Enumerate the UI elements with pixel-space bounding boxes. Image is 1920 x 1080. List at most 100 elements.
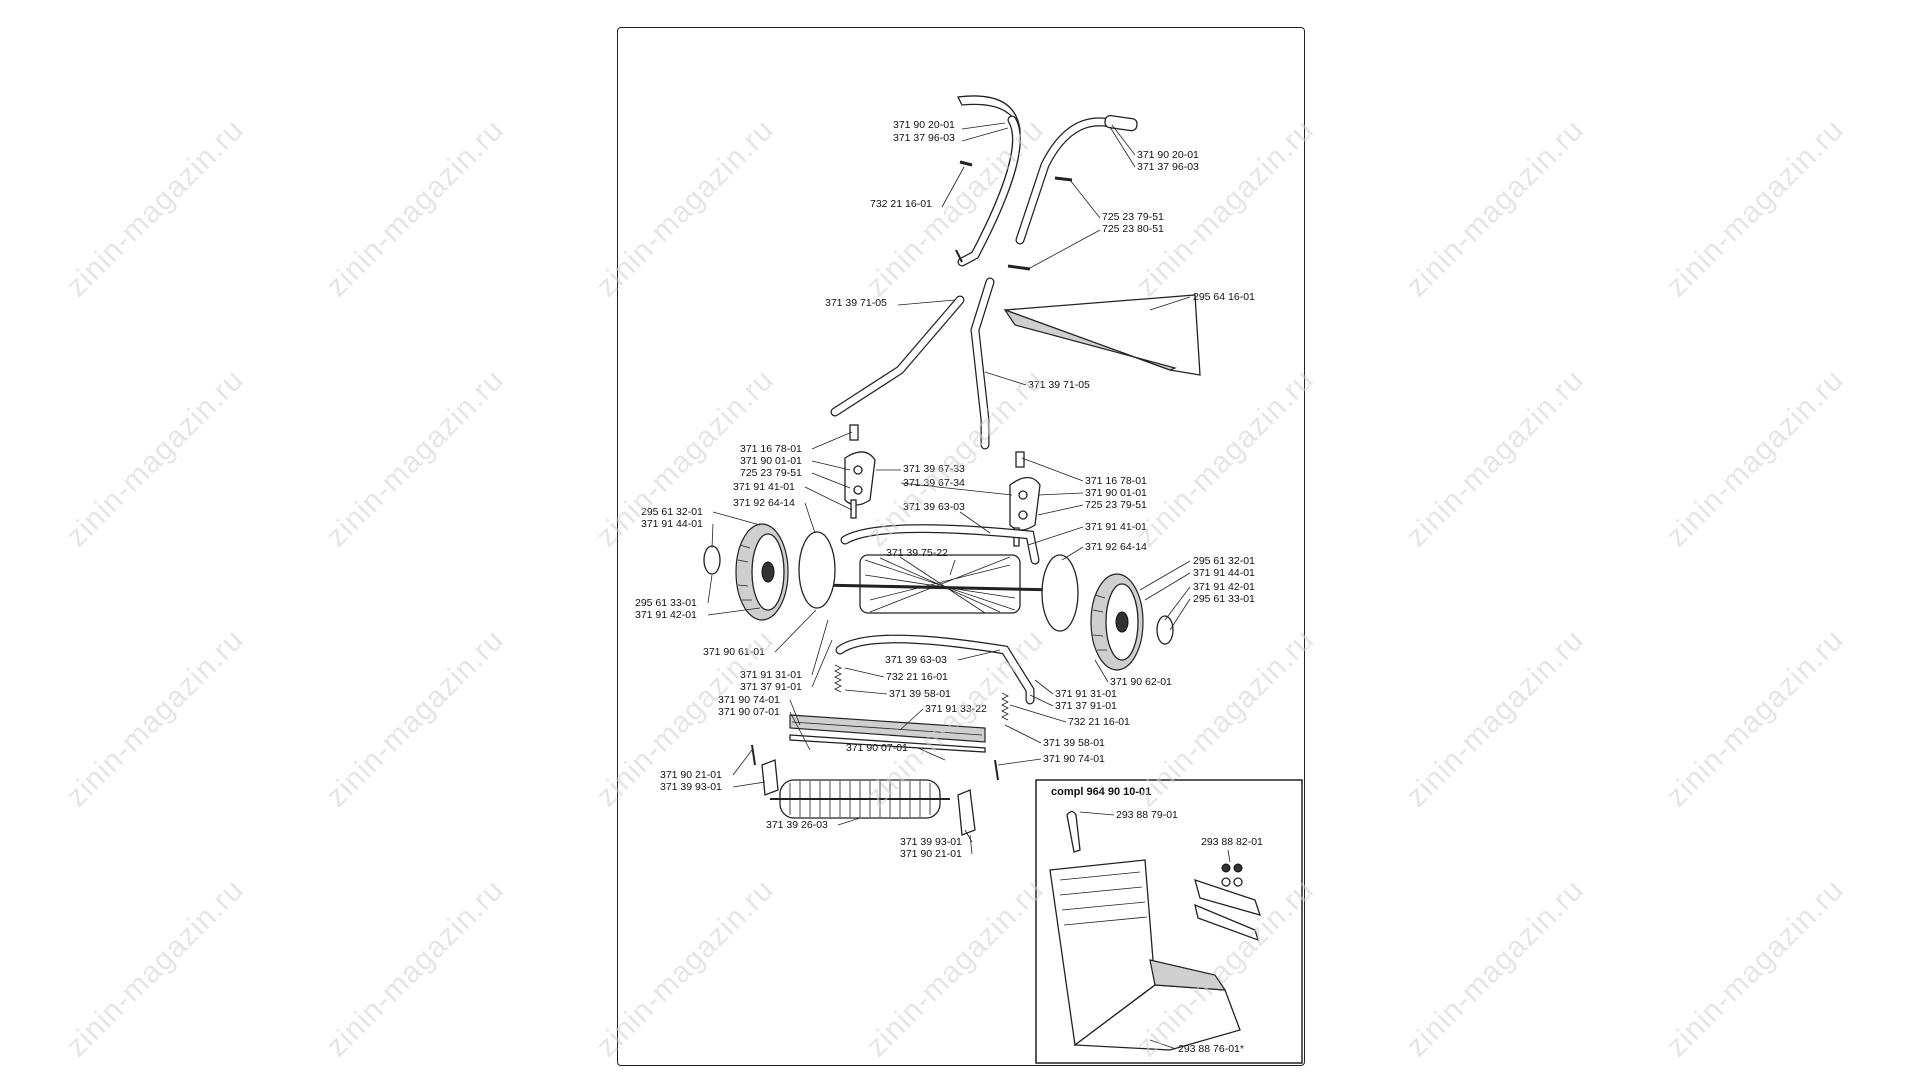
part-number-label: 371 39 93-01 <box>900 836 962 848</box>
part-number-label: 371 39 58-01 <box>1043 737 1105 749</box>
part-number-label: 371 39 67-33 <box>903 463 965 475</box>
handle-assembly <box>830 95 1138 450</box>
leader-line <box>969 834 973 855</box>
left-roller-bracket <box>761 759 779 796</box>
grass-deflector <box>1003 294 1201 376</box>
part-number-label: 295 61 32-01 <box>641 506 703 518</box>
rear-roller <box>751 744 999 836</box>
leader-line <box>811 431 853 450</box>
inset-title: compl 964 90 10-01 <box>1051 786 1151 798</box>
part-number-label: 371 90 21-01 <box>900 848 962 860</box>
leader-line <box>1009 704 1067 723</box>
leader-line <box>1094 659 1109 683</box>
leader-line <box>811 472 851 489</box>
leader-line <box>1034 679 1054 695</box>
part-number-label: 725 23 79-51 <box>1102 211 1164 223</box>
part-number-label: 371 90 20-01 <box>893 119 955 131</box>
leader-line <box>1111 124 1136 156</box>
part-number-label: 371 39 71-05 <box>1028 379 1090 391</box>
part-number-label: 371 91 44-01 <box>641 518 703 530</box>
leader-line <box>1061 546 1084 561</box>
part-number-label: 371 39 67-34 <box>903 477 965 489</box>
part-number-label: 371 37 91-01 <box>740 681 802 693</box>
leader-line <box>1149 296 1191 311</box>
leader-line <box>959 511 991 534</box>
part-number-label: 371 37 91-01 <box>1055 700 1117 712</box>
bed-knife <box>789 714 986 753</box>
part-number-label: 371 91 44-01 <box>1193 567 1255 579</box>
leader-line <box>1164 586 1191 621</box>
leader-line <box>707 574 713 604</box>
leader-line <box>1037 492 1084 496</box>
leader-line <box>1037 504 1084 516</box>
part-number-label: 293 88 82-01 <box>1201 836 1263 848</box>
catcher-floor <box>1073 984 1241 1051</box>
part-number-label: 293 88 79-01 <box>1116 809 1178 821</box>
left-wheel <box>703 523 836 621</box>
leader-line <box>844 689 888 695</box>
part-number-label: 371 90 20-01 <box>1137 149 1199 161</box>
leader-line <box>984 371 1027 386</box>
leader-line <box>1139 560 1191 591</box>
leader-line <box>964 829 973 843</box>
part-number-label: 371 39 71-05 <box>825 297 887 309</box>
right-roller-bracket <box>957 789 976 836</box>
part-number-label: 371 39 63-03 <box>903 501 965 513</box>
leader-line <box>1144 572 1191 601</box>
leader-line <box>712 511 761 526</box>
leader-line <box>1069 179 1101 219</box>
grass-catcher-inset <box>1035 779 1303 1064</box>
catcher-handle <box>1066 810 1081 853</box>
part-number-label: 371 37 96-03 <box>1137 161 1199 173</box>
part-number-label: 371 90 74-01 <box>1043 753 1105 765</box>
part-number-label: 371 92 64-14 <box>1085 541 1147 553</box>
part-number-label: 725 23 79-51 <box>740 467 802 479</box>
part-number-label: 295 61 32-01 <box>1193 555 1255 567</box>
leader-line <box>837 817 861 826</box>
leader-line <box>1169 598 1191 631</box>
part-number-label: 371 90 61-01 <box>703 646 765 658</box>
leader-line <box>1227 849 1231 863</box>
part-number-label: 371 91 41-01 <box>733 481 795 493</box>
leader-line <box>897 299 956 306</box>
leader-line <box>1004 724 1042 744</box>
right-hubcap <box>1156 615 1174 645</box>
leader-line <box>957 649 1001 661</box>
part-number-label: 371 91 42-01 <box>635 609 697 621</box>
leader-line <box>811 460 851 471</box>
part-number-label: 371 90 07-01 <box>718 706 780 718</box>
reel-cylinder <box>819 524 1061 614</box>
part-number-label: 371 39 58-01 <box>889 688 951 700</box>
part-number-label: 732 21 16-01 <box>886 671 948 683</box>
part-number-label: 295 61 33-01 <box>635 597 697 609</box>
leader-line <box>774 609 817 653</box>
part-number-label: 371 39 63-03 <box>885 654 947 666</box>
part-number-label: 371 90 21-01 <box>660 769 722 781</box>
leader-line <box>707 607 761 616</box>
part-number-label: 371 16 78-01 <box>740 443 802 455</box>
part-number-label: 293 88 76-01* <box>1178 1043 1244 1055</box>
part-number-label: 371 16 78-01 <box>1085 475 1147 487</box>
leader-line <box>811 619 829 676</box>
part-number-label: 732 21 16-01 <box>870 198 932 210</box>
part-number-label: 371 39 75-22 <box>886 547 948 559</box>
part-number-label: 371 90 01-01 <box>1085 487 1147 499</box>
leader-line <box>732 749 753 776</box>
leader-line <box>1021 457 1084 482</box>
leader-line <box>804 486 853 511</box>
leader-line <box>789 699 801 726</box>
lower-frame <box>835 634 1035 705</box>
part-number-label: 371 90 62-01 <box>1110 676 1172 688</box>
leader-line <box>961 127 1009 142</box>
leader-line <box>1149 1039 1177 1050</box>
part-number-label: 371 91 41-01 <box>1085 521 1147 533</box>
part-number-label: 371 90 01-01 <box>740 455 802 467</box>
part-number-label: 295 64 16-01 <box>1193 291 1255 303</box>
right-wheel <box>1041 554 1174 671</box>
part-number-label: 732 21 16-01 <box>1068 716 1130 728</box>
leader-line <box>917 747 946 761</box>
part-number-label: 371 39 93-01 <box>660 781 722 793</box>
springs <box>834 664 1009 721</box>
part-number-label: 371 91 31-01 <box>740 669 802 681</box>
